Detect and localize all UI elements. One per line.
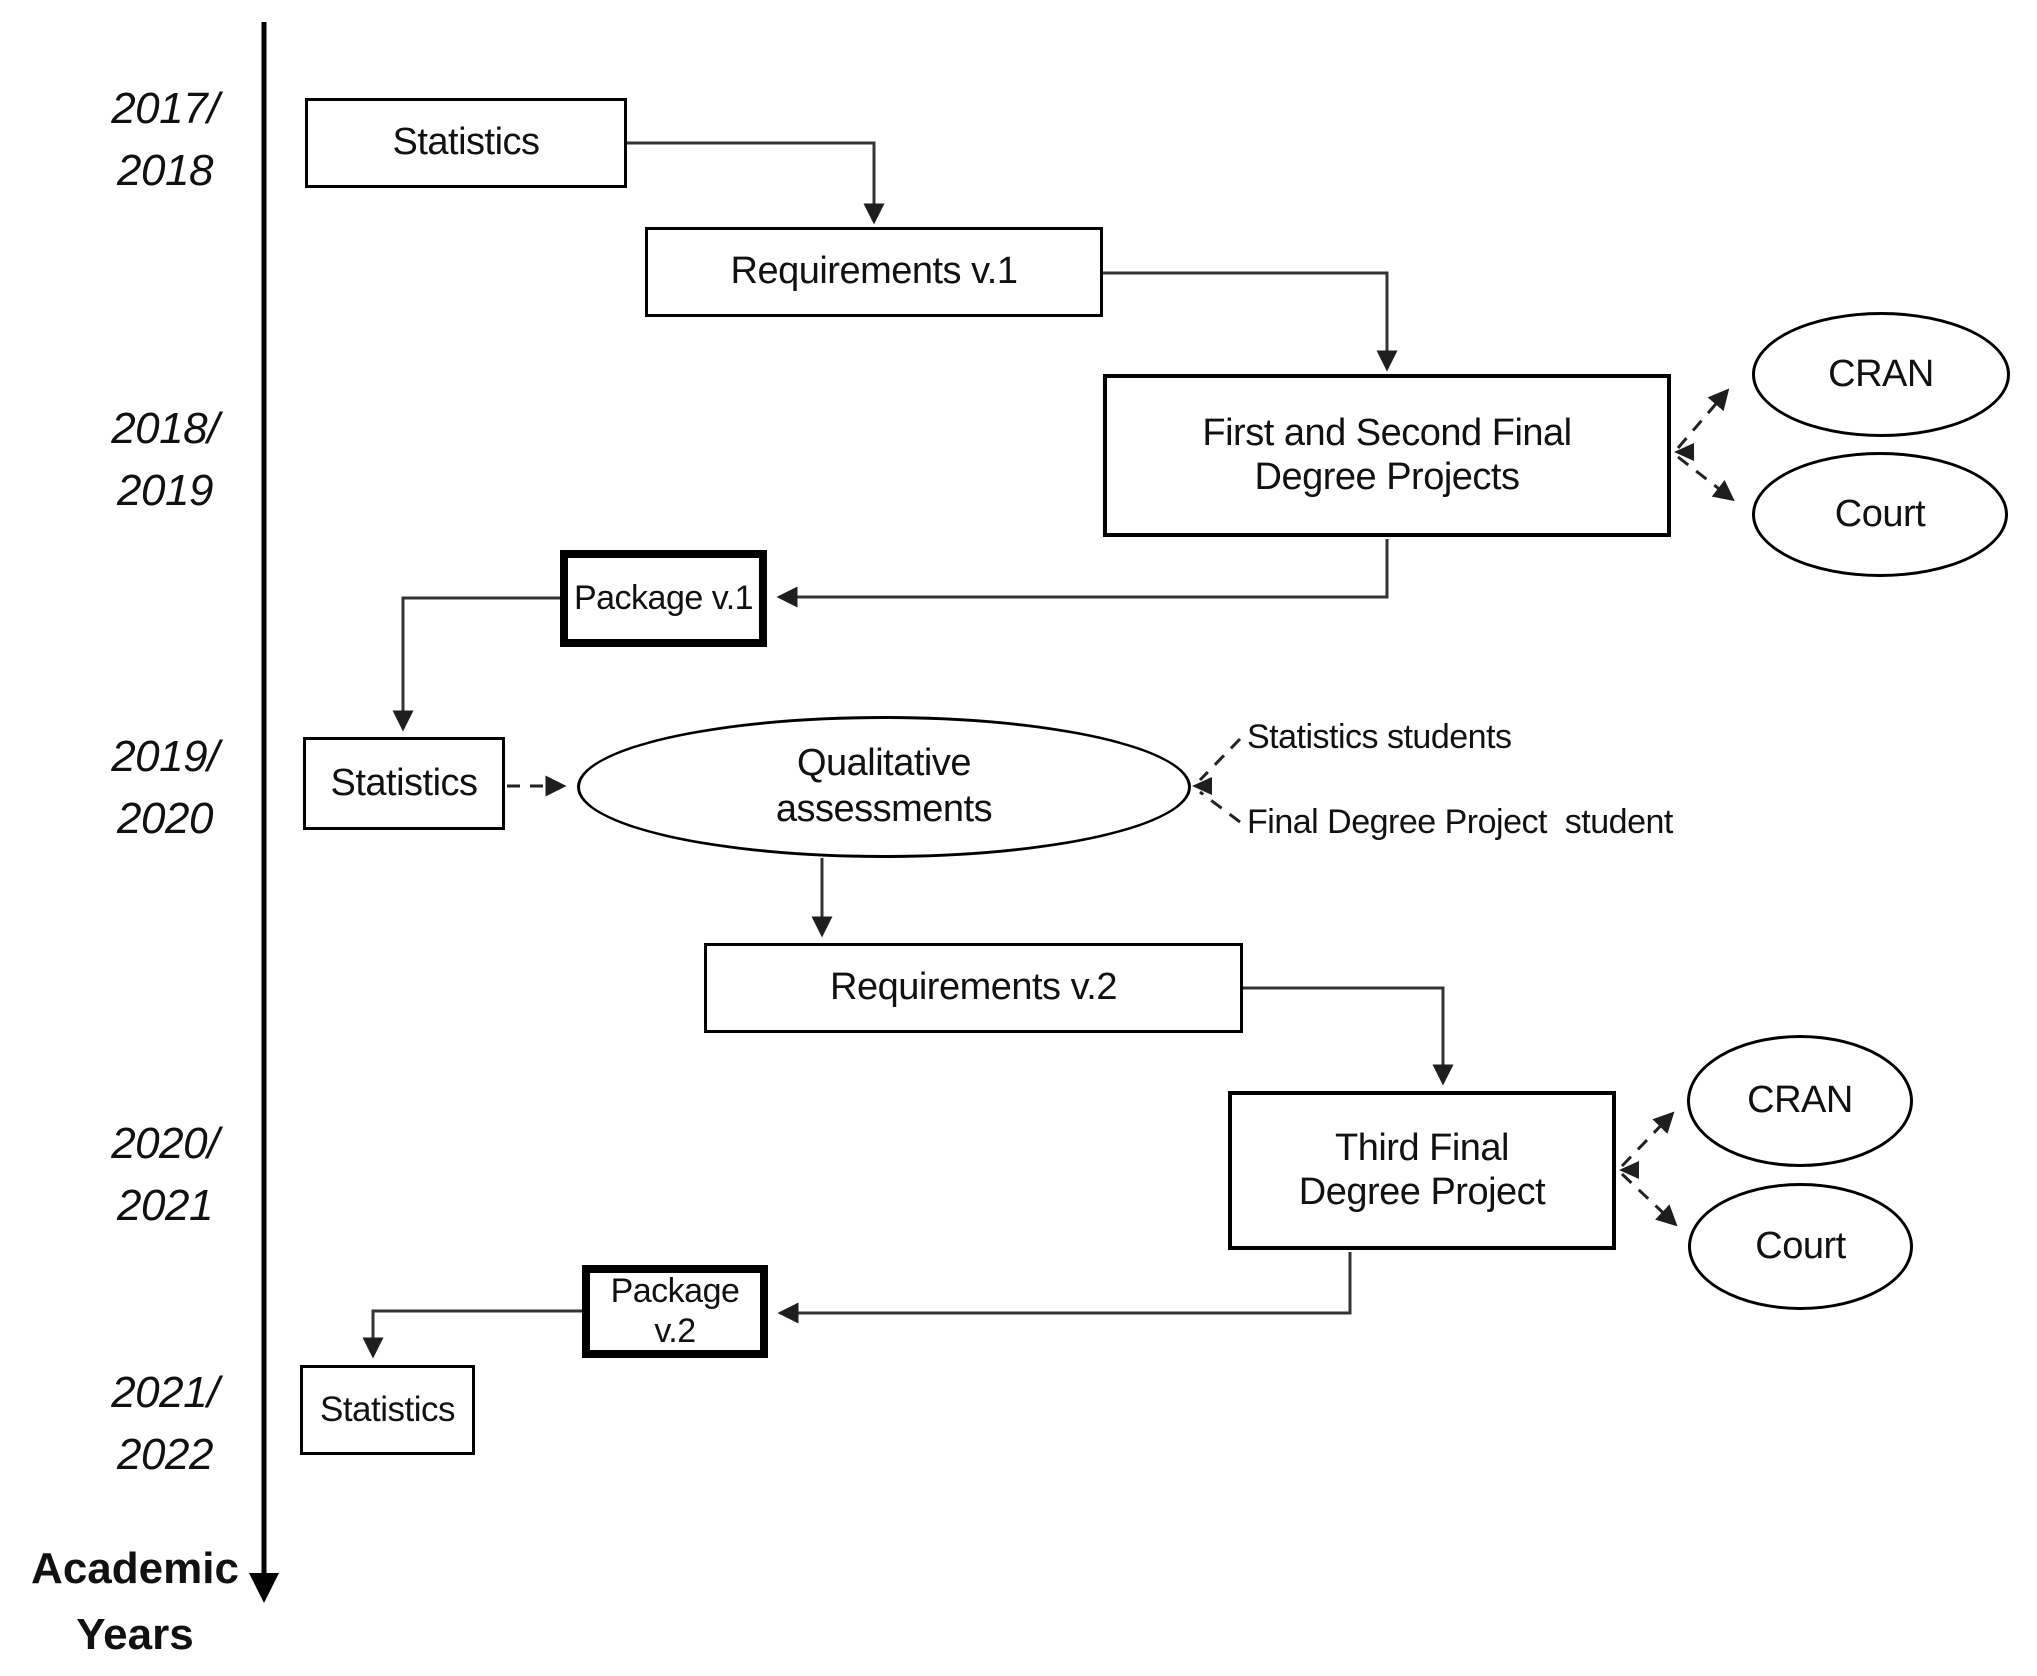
dashed-fdp12-to-court1 — [1677, 455, 1735, 502]
connector-requirements-v2-to-fdp3 — [1243, 986, 1454, 1086]
dashed-fdp12-to-cran1 — [1676, 388, 1730, 449]
annotation-final-degree-project-student: Final Degree Project student — [1247, 803, 1673, 841]
ellipse-court-1: Court — [1752, 452, 2008, 577]
node-statistics-2019: Statistics — [303, 737, 505, 830]
ellipse-cran-1: CRAN — [1752, 312, 2010, 437]
node-third-final-degree-project: Third Final Degree Project — [1228, 1091, 1616, 1250]
connector-requirements-v1-to-fdp12 — [1103, 271, 1398, 372]
node-package-v2: Package v.2 — [582, 1265, 768, 1358]
year-label-2017-2018: 2017/ 2018 — [111, 84, 219, 195]
annotation-statistics-students: Statistics students — [1247, 718, 1512, 756]
dashed-statistics-students-to-qualitative — [1198, 737, 1242, 782]
ellipse-qualitative-assessments: Qualitative assessments — [577, 716, 1191, 858]
node-statistics-2017: Statistics — [305, 98, 627, 188]
arrowhead-into-fdp3 — [1619, 1161, 1639, 1179]
arrowhead-into-fdp12 — [1674, 443, 1694, 461]
dashed-fdp3-to-court2 — [1620, 1172, 1678, 1227]
year-label-2021-2022: 2021/ 2022 — [111, 1368, 219, 1479]
node-requirements-v1: Requirements v.1 — [645, 227, 1103, 317]
connector-fdp3-to-package-v2 — [777, 1252, 1352, 1324]
connector-fdp12-to-package-v1 — [776, 539, 1389, 608]
year-label-2018-2019: 2018/ 2019 — [111, 404, 219, 515]
node-statistics-2021: Statistics — [300, 1365, 475, 1455]
year-label-2020-2021: 2020/ 2021 — [111, 1119, 219, 1230]
dashed-fdp-student-to-qualitative — [1199, 790, 1241, 824]
node-requirements-v2: Requirements v.2 — [704, 943, 1243, 1033]
connector-package-v2-to-statistics3 — [362, 1309, 582, 1359]
dashed-fdp3-to-cran2 — [1620, 1111, 1675, 1168]
ellipse-court-2: Court — [1688, 1183, 1913, 1310]
connector-package-v1-to-statistics2 — [392, 596, 560, 732]
node-package-v1: Package v.1 — [560, 550, 767, 647]
ellipse-cran-2: CRAN — [1687, 1035, 1913, 1167]
connector-statistics1-to-requirements-v1 — [627, 141, 885, 225]
year-label-2019-2020: 2019/ 2020 — [111, 732, 219, 843]
node-first-second-final-degree-projects: First and Second Final Degree Projects — [1103, 374, 1671, 537]
timeline-axis-title: Academic Years — [31, 1544, 239, 1659]
arrowhead-into-qualitative — [1192, 777, 1212, 795]
